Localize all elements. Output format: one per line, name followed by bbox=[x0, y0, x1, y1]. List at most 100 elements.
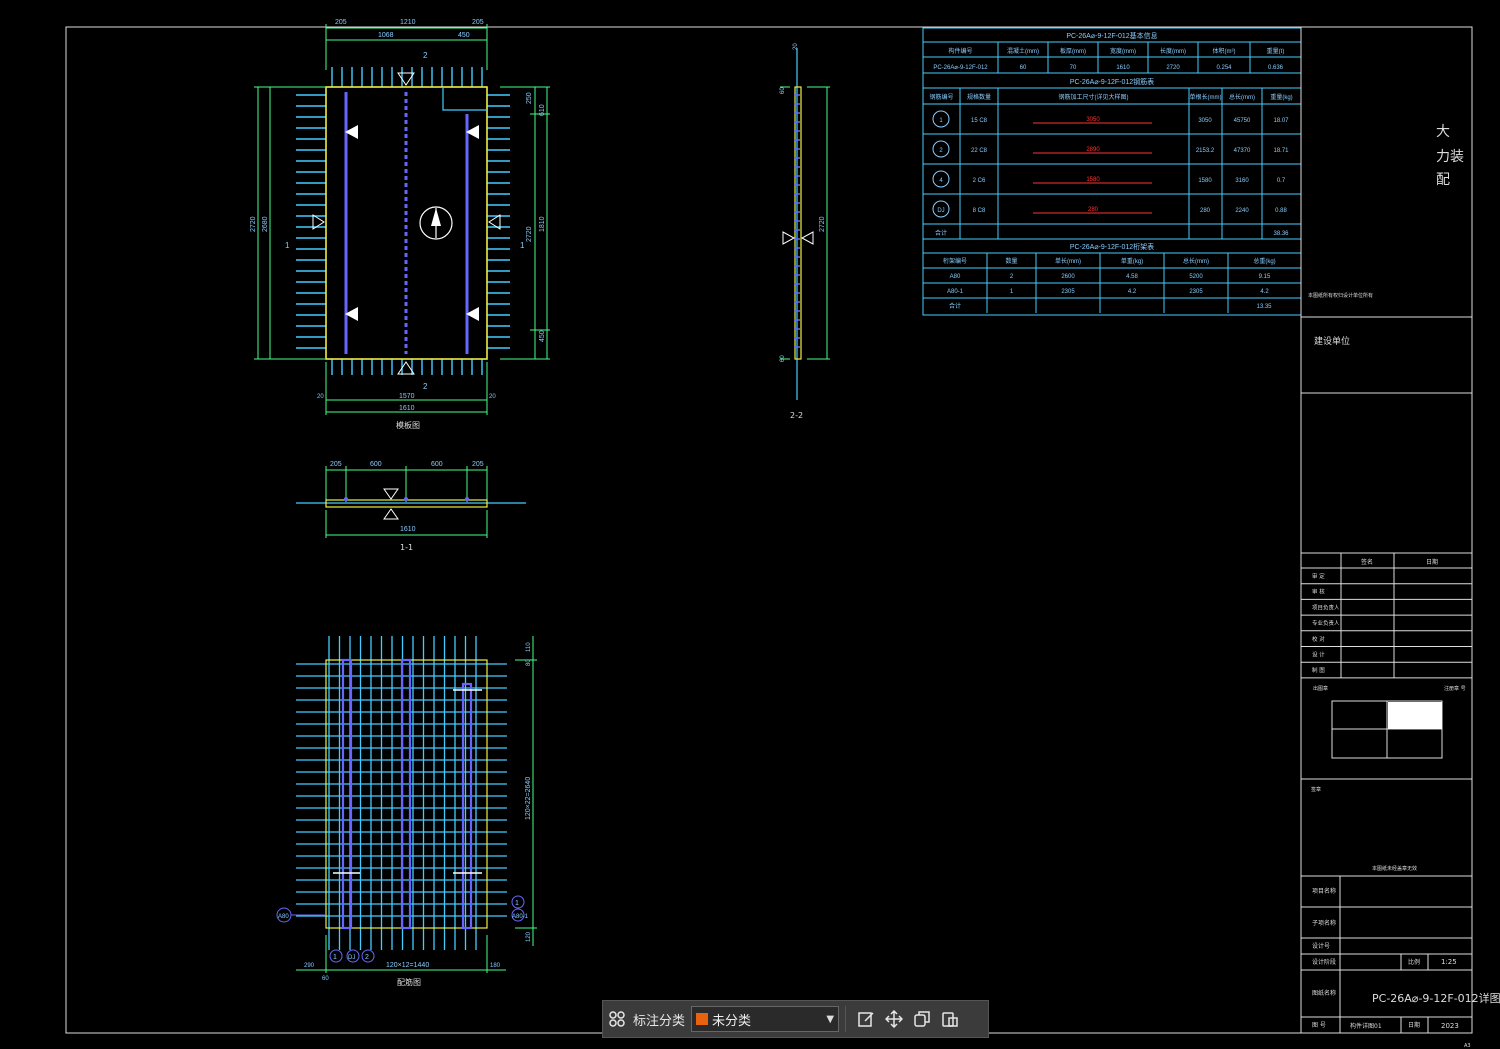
annotation-toolbar: 标注分类 未分类 ▼ bbox=[602, 1000, 989, 1038]
table-cell: 2 C6 bbox=[973, 178, 986, 184]
rebar-tag-a80[interactable]: A80 bbox=[276, 907, 292, 923]
table-cell: 60 bbox=[1020, 65, 1027, 71]
dim-label: 120×12=1440 bbox=[386, 962, 429, 969]
lifting-point-icon bbox=[345, 307, 358, 321]
stamp-label: 出图章 bbox=[1313, 685, 1328, 692]
table-cell: 0.7 bbox=[1277, 178, 1286, 184]
rebar-view[interactable]: 120×22=2640 110 80 120 120×12=1440 290 6… bbox=[276, 636, 537, 987]
copyright-note: 本图纸所有权归设计单位所有 bbox=[1308, 292, 1373, 299]
table-cell: 5200 bbox=[1189, 274, 1203, 280]
scale-label: 比例 bbox=[1408, 958, 1420, 966]
title-block[interactable]: 大 力装 配 本图纸所有权归设计单位所有 建设单位 签名日期审 定审 核项目负责… bbox=[1300, 27, 1500, 1049]
table-cell: 2153.2 bbox=[1196, 148, 1215, 154]
table-cell: 47370 bbox=[1234, 148, 1251, 154]
table-cell: 18.71 bbox=[1273, 148, 1289, 154]
section-label: 2 bbox=[423, 51, 428, 60]
section-mark-icon bbox=[383, 488, 399, 500]
sign-row-label: 审 定 bbox=[1312, 572, 1325, 580]
lifting-point-icon bbox=[466, 307, 479, 321]
paste-icon[interactable] bbox=[936, 1005, 964, 1033]
dim-label: 1610 bbox=[400, 526, 416, 533]
dim-label: 60 bbox=[780, 87, 786, 94]
tag-text: A80 bbox=[278, 914, 289, 920]
tag-text: 1 bbox=[333, 954, 337, 961]
dim-label: 600 bbox=[431, 461, 443, 468]
view-title: 模板图 bbox=[396, 420, 420, 430]
table-header: 宽度(mm) bbox=[1110, 47, 1136, 55]
table-header: 混凝土(mm) bbox=[1007, 47, 1039, 55]
rebar-id-badge bbox=[932, 200, 950, 218]
table-cell: 1580 bbox=[1086, 177, 1100, 183]
sign-row-label: 审 核 bbox=[1312, 588, 1325, 596]
table-header: 重量(kg) bbox=[1270, 93, 1292, 101]
dim-label: 60 bbox=[322, 976, 329, 982]
drawing-no: 构件详图01 bbox=[1350, 1022, 1382, 1030]
sign-row-label: 校 对 bbox=[1312, 635, 1325, 643]
section-mark-icon bbox=[800, 231, 814, 245]
dim-label: 1570 bbox=[399, 393, 415, 400]
edit-icon[interactable] bbox=[852, 1005, 880, 1033]
section-1-1-view[interactable]: 205 600 600 205 1610 1-1 bbox=[296, 461, 526, 552]
schedule-tables[interactable]: PC-26A⌀-9-12F-012基本信息构件编号PC-26A⌀-9-12F-0… bbox=[922, 27, 1302, 316]
stamp-note: 注册章 号 bbox=[1444, 685, 1466, 692]
table-cell: 2720 bbox=[1166, 65, 1180, 71]
company-name: 力装 bbox=[1436, 149, 1464, 165]
table-cell: 280 bbox=[1088, 207, 1099, 213]
rebar-tag-1[interactable]: 1 bbox=[329, 949, 343, 963]
dim-label: 450 bbox=[539, 330, 546, 342]
chevron-down-icon: ▼ bbox=[826, 1013, 835, 1025]
dim-label: 60 bbox=[780, 355, 786, 362]
rebar-tag-dj[interactable]: DJ bbox=[346, 949, 360, 963]
table-cell: 3050 bbox=[1198, 118, 1212, 124]
tag-text: 1 bbox=[515, 900, 519, 907]
dim-label: 610 bbox=[539, 104, 546, 116]
dim-label: 20 bbox=[317, 394, 324, 400]
table-cell: A80 bbox=[950, 274, 961, 280]
copy-icon[interactable] bbox=[908, 1005, 936, 1033]
category-dropdown[interactable]: 未分类 ▼ bbox=[691, 1006, 840, 1032]
dim-label: 2720 bbox=[819, 216, 826, 232]
dim-label: 2680 bbox=[262, 216, 269, 232]
sign-row-label: 项目负责人 bbox=[1312, 603, 1340, 611]
dim-label: 120 bbox=[526, 931, 532, 942]
table-title: PC-26A⌀-9-12F-012桁架表 bbox=[1070, 242, 1154, 251]
drawing-frame bbox=[65, 26, 1473, 1034]
dim-label: 1610 bbox=[399, 405, 415, 412]
table-cell: 3050 bbox=[1086, 117, 1100, 123]
dim-label: 120×22=2640 bbox=[525, 777, 532, 820]
table-header: 长度(mm) bbox=[1160, 47, 1186, 55]
direction-arrow-icon bbox=[419, 206, 453, 240]
rebar-tag-2[interactable]: 2 bbox=[361, 949, 375, 963]
grid-apps-icon[interactable] bbox=[603, 1005, 631, 1033]
table-cell: 0.254 bbox=[1216, 65, 1232, 71]
section-label: 2 bbox=[423, 382, 428, 391]
view-title: 2-2 bbox=[790, 411, 803, 420]
date-value: 2023 bbox=[1441, 1022, 1459, 1030]
table-cell: 1 bbox=[1010, 289, 1014, 295]
dim-label: 20 bbox=[489, 394, 496, 400]
dim-label: 180 bbox=[490, 963, 501, 969]
tag-text: 2 bbox=[365, 954, 369, 961]
view-title: 1-1 bbox=[400, 543, 413, 552]
table-cell: 2240 bbox=[1235, 208, 1249, 214]
table-cell: 2 bbox=[1010, 274, 1014, 280]
section-2-2-view[interactable]: 2720 20 60 60 2-2 bbox=[780, 43, 830, 420]
table-title: PC-26A⌀-9-12F-012基本信息 bbox=[1066, 31, 1157, 40]
dim-label: 2720 bbox=[250, 216, 257, 232]
slab-section bbox=[794, 86, 802, 360]
section-mark-icon bbox=[312, 214, 325, 230]
company-name: 大 bbox=[1436, 124, 1450, 140]
plan-view[interactable]: 205 1210 205 1068 450 2 2 1570 1610 20 2… bbox=[250, 19, 550, 430]
rebar-tag-1b[interactable]: 1 bbox=[511, 895, 525, 909]
category-selected: 未分类 bbox=[712, 1013, 752, 1029]
sign-row-label: 制 图 bbox=[1312, 666, 1325, 674]
notch-outline bbox=[442, 87, 487, 111]
move-icon[interactable] bbox=[880, 1005, 908, 1033]
table-header: 钢筋加工尺寸(详见大样图) bbox=[1059, 93, 1129, 101]
table-cell: 0.88 bbox=[1275, 208, 1287, 214]
rebar-tag-4[interactable]: A80-1 bbox=[511, 908, 529, 922]
dim-label: 110 bbox=[526, 642, 532, 652]
table-cell: PC-26A⌀-9-12F-012 bbox=[933, 65, 988, 71]
table-cell: DJ bbox=[937, 208, 944, 214]
